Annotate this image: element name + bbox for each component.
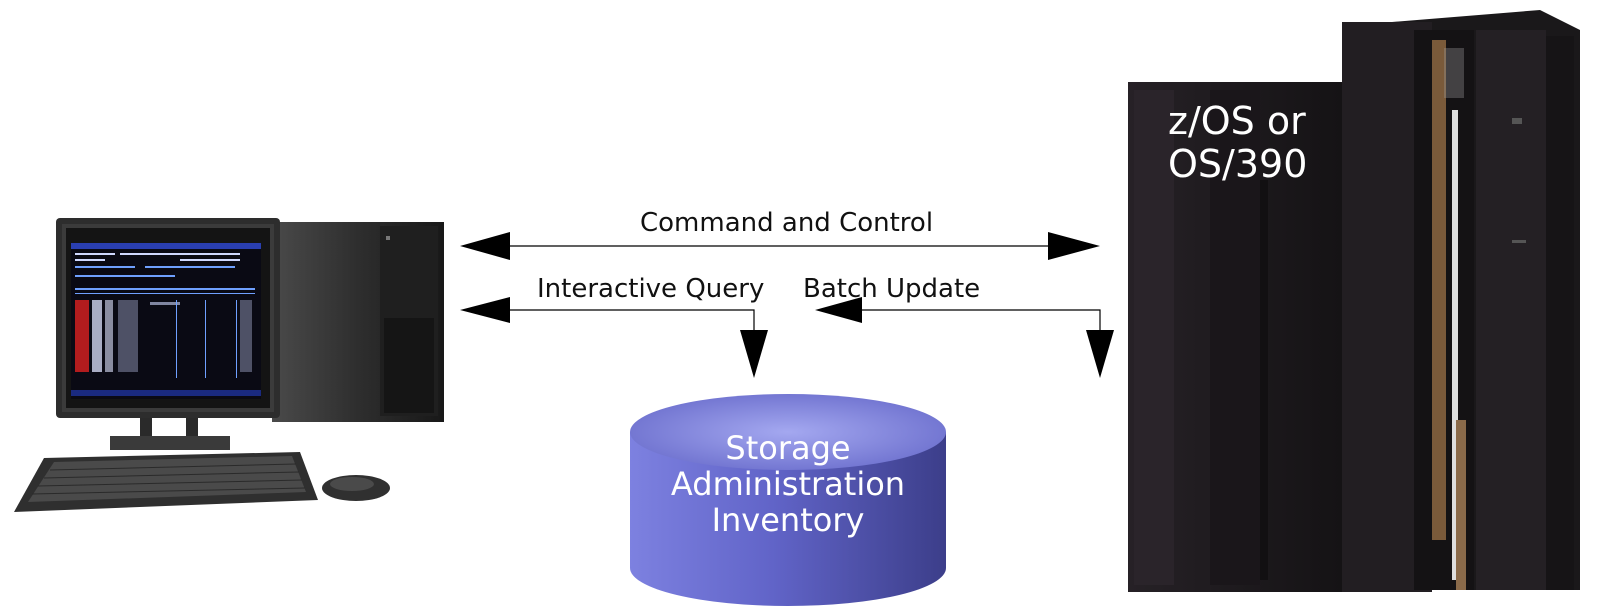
database-label-line1: Storage bbox=[725, 429, 851, 467]
terminal-rows bbox=[75, 300, 252, 378]
database-label: Storage Administration Inventory bbox=[630, 430, 946, 538]
interactive-query-arrow bbox=[460, 297, 768, 378]
desktop-computer bbox=[14, 218, 444, 512]
mainframe-os-line2: OS/390 bbox=[1168, 142, 1308, 186]
command-control-arrow bbox=[460, 232, 1100, 260]
mainframe-server bbox=[1128, 10, 1580, 592]
keyboard bbox=[14, 452, 318, 512]
mainframe-os-label: z/OS or OS/390 bbox=[1168, 100, 1307, 186]
pc-tower bbox=[272, 222, 444, 422]
command-and-control-label: Command and Control bbox=[640, 208, 934, 238]
terminal-screen bbox=[71, 243, 261, 399]
mainframe-os-line1: z/OS or bbox=[1168, 99, 1306, 143]
interactive-query-label: Interactive Query bbox=[537, 274, 765, 304]
terminal-text bbox=[75, 253, 255, 294]
batch-update-label: Batch Update bbox=[803, 274, 981, 304]
database-label-line3: Inventory bbox=[711, 501, 865, 539]
database-label-line2: Administration bbox=[670, 465, 906, 503]
connector-arrows bbox=[460, 232, 1114, 378]
monitor bbox=[56, 218, 280, 450]
batch-update-arrow bbox=[815, 297, 1114, 378]
database-cylinder bbox=[630, 394, 946, 606]
